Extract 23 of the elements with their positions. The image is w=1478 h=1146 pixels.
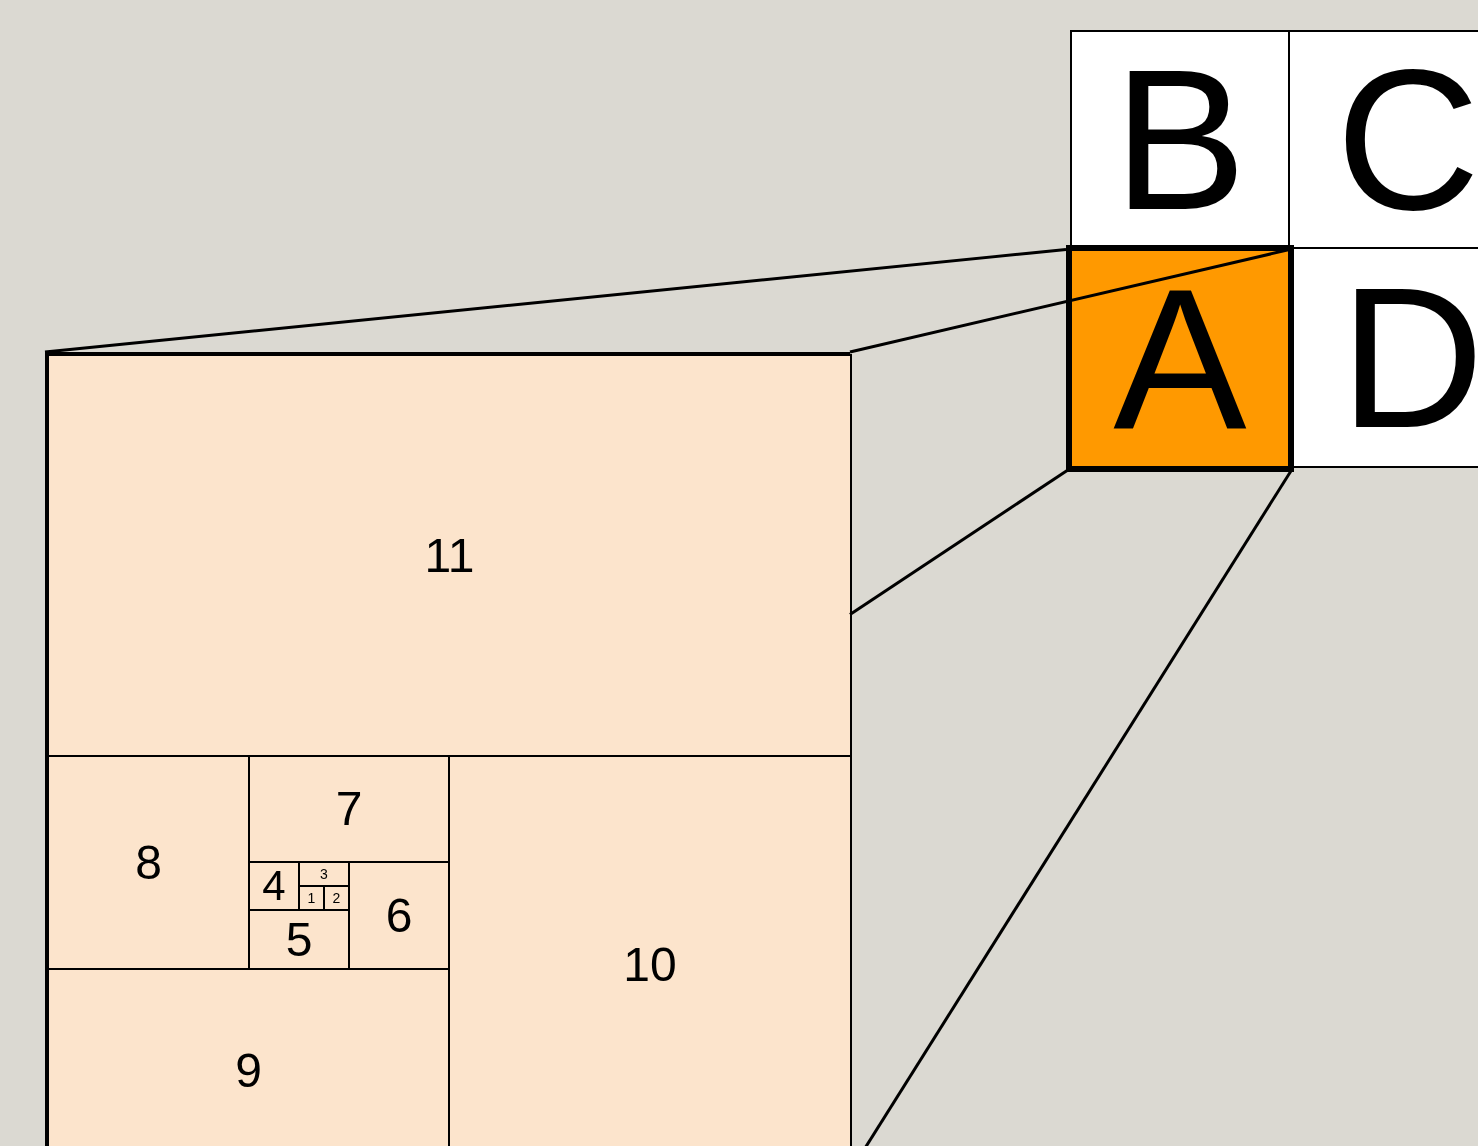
letter-label: A — [1113, 258, 1247, 459]
projection-line — [849, 248, 1290, 354]
number-label: 9 — [235, 1047, 262, 1095]
number-label: 7 — [335, 785, 363, 833]
projection-line — [44, 248, 1067, 354]
highlighted-tile — [1066, 245, 1294, 472]
letter-label: B — [1113, 39, 1247, 240]
number-label: 8 — [135, 838, 162, 887]
number-label: 2 — [332, 891, 341, 905]
number-label: 10 — [623, 940, 677, 989]
grid-square — [47, 354, 852, 757]
number-label: 11 — [424, 531, 475, 580]
number-label: 4 — [262, 865, 286, 907]
letter-label: C — [1335, 39, 1478, 240]
letter-tile — [1292, 247, 1478, 468]
number-label: 5 — [285, 915, 313, 964]
projection-line — [849, 468, 1070, 616]
number-label: 1 — [307, 891, 316, 905]
letter-tile — [1288, 30, 1478, 249]
number-label: 3 — [320, 867, 328, 881]
enlarged-grid — [45, 352, 850, 1146]
letter-label: D — [1339, 257, 1478, 458]
number-label: 6 — [385, 891, 413, 940]
